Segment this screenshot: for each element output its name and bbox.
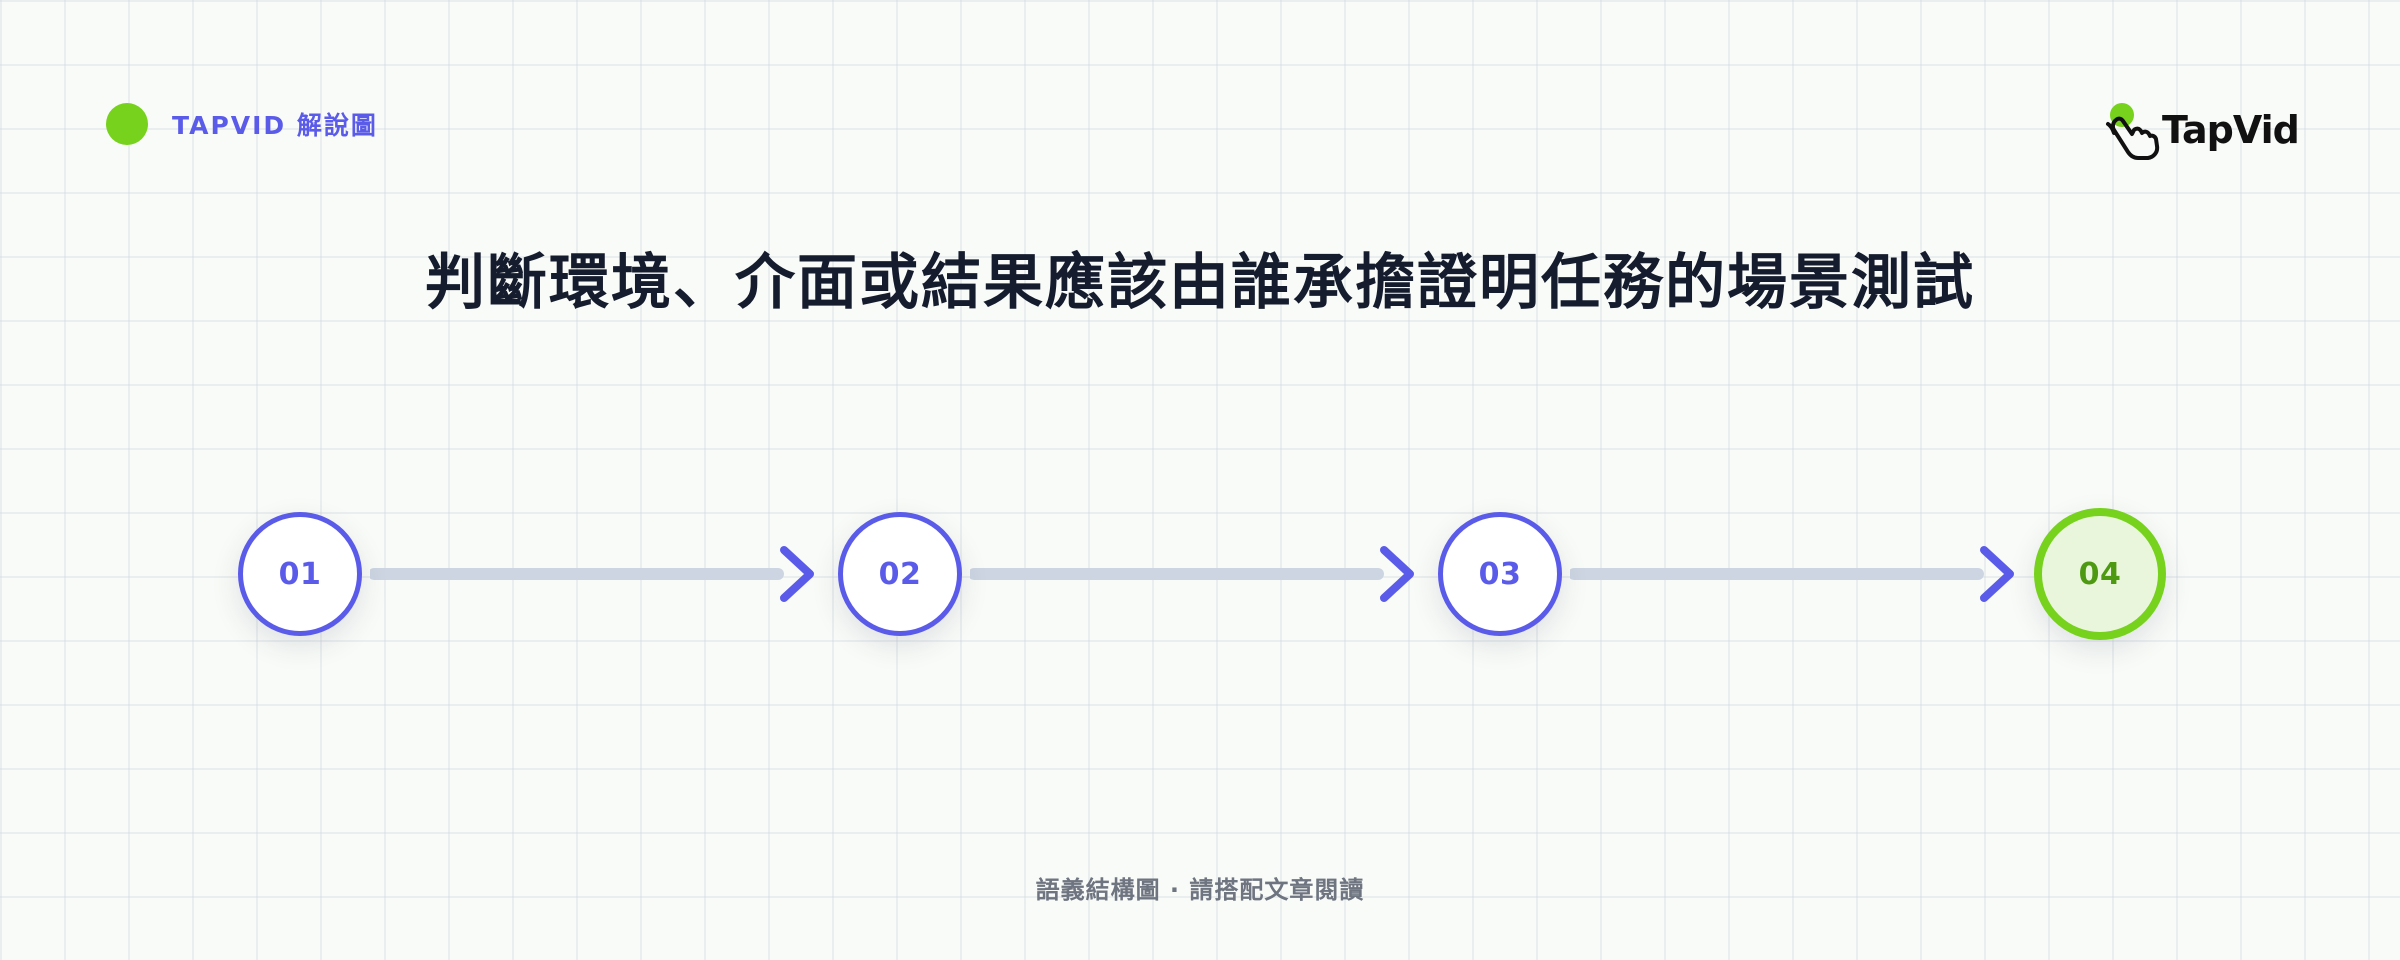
brand-dot-icon [106,103,148,145]
connector-arrow-3 [1570,546,2014,602]
chevron-right-icon [1980,546,2014,602]
chevron-right-icon [1380,546,1414,602]
pointing-hand-icon [2106,103,2160,160]
chevron-right-icon [780,546,814,602]
step-label: 03 [1478,556,1522,592]
step-node-4-final: 04 [2034,508,2166,640]
step-label: 01 [278,556,322,592]
step-node-1: 01 [238,512,362,636]
page-title: 判斷環境、介面或結果應該由誰承擔證明任務的場景測試 [425,248,1975,318]
brand-tag-label: TAPVID 解說圖 [172,111,378,140]
step-label: 04 [2078,556,2122,592]
step-node-3: 03 [1438,512,1562,636]
brand-tag: TAPVID 解說圖 [106,103,378,145]
tapvid-logo: TapVid [2104,100,2300,160]
step-node-2: 02 [838,512,962,636]
connector-arrow-2 [970,546,1414,602]
footer-note: 語義結構圖 · 請搭配文章閱讀 [1035,876,1365,904]
logo-wordmark: TapVid [2162,108,2300,152]
connector-arrow-1 [370,546,814,602]
step-label: 02 [878,556,922,592]
